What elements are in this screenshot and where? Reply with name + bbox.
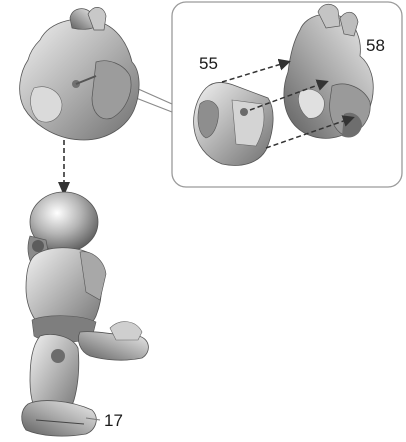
assembly-arrow [58, 140, 70, 196]
part-number-58-label: 58 [366, 37, 385, 54]
callout-leader [136, 88, 172, 112]
part-number-17-label: 17 [104, 412, 123, 429]
part-number-55-label: 55 [199, 55, 218, 72]
main-figure [22, 192, 149, 436]
top-subassembly [20, 7, 139, 140]
